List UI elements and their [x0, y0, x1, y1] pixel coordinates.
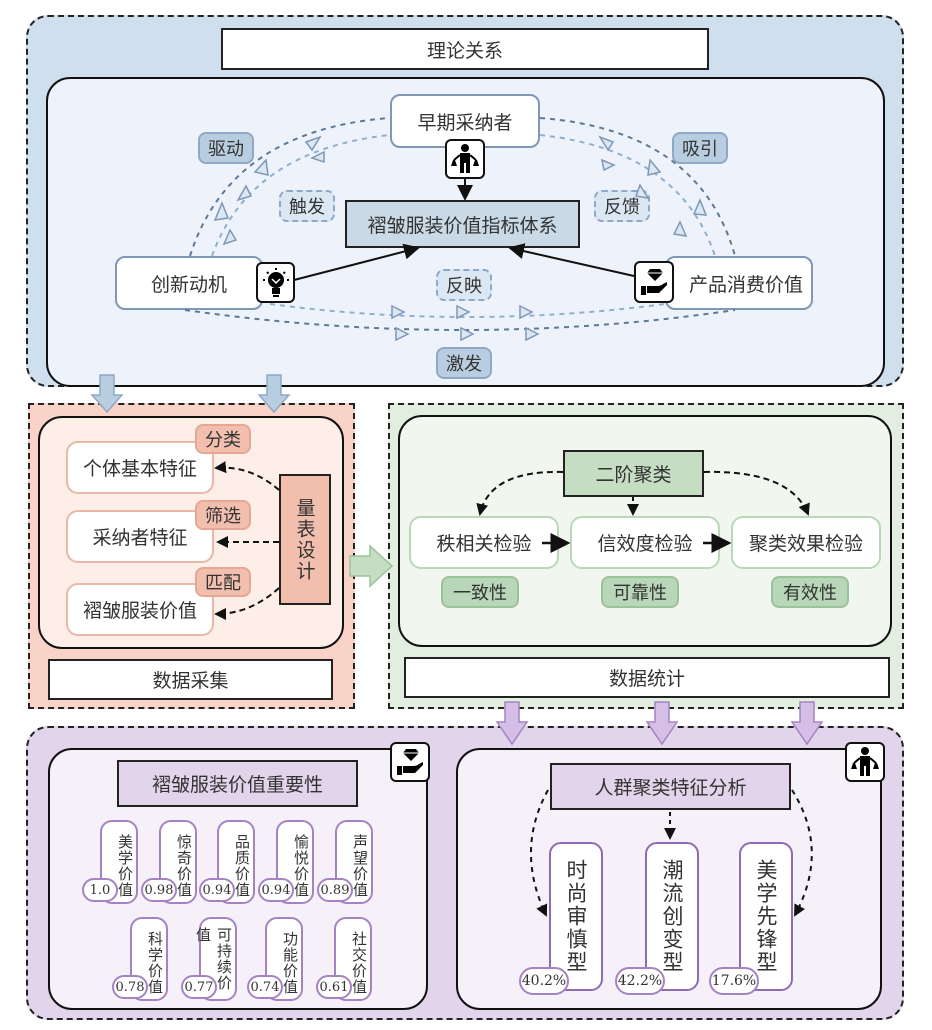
filter-tag: 筛选: [195, 500, 251, 530]
right-arrow-green: [349, 544, 394, 588]
cluster-group-column: 潮流创变型: [645, 842, 699, 991]
value-score-badge: 0.98: [141, 878, 177, 902]
importance-title: 褶皱服装价值重要性: [117, 760, 358, 807]
hand-diamond-icon: [390, 742, 430, 782]
cluster-group-label: 时尚审慎型: [564, 859, 588, 974]
scale-design-node: 量表设计: [279, 474, 331, 605]
value-score-badge: 0.94: [199, 878, 235, 902]
collection-title: 数据采集: [48, 659, 333, 700]
consistency-tag: 一致性: [441, 576, 519, 608]
value-score-badge: 0.78: [112, 975, 148, 999]
cluster-group-label: 潮流创变型: [660, 859, 684, 974]
person-shopping-icon: [445, 139, 485, 179]
reflect-tag: 反映: [436, 269, 492, 301]
cluster-percent-badge: 17.6%: [709, 967, 759, 995]
match-tag: 匹配: [195, 567, 251, 597]
cluster-group-column: 美学先锋型: [739, 842, 793, 991]
value-column: 惊奇价值: [159, 820, 197, 904]
validity-tag: 有效性: [771, 576, 849, 608]
pleated-value-node: 褶皱服装价值: [66, 583, 214, 636]
two-step-cluster-node: 二阶聚类: [563, 450, 704, 497]
innovation-motive-node: 创新动机: [115, 256, 263, 310]
value-label: 美学价值: [116, 834, 134, 898]
reliability-validity-node: 信效度检验: [570, 516, 720, 569]
statistics-title: 数据统计: [404, 657, 890, 698]
classify-tag: 分类: [195, 424, 251, 454]
value-label: 功能价值: [281, 931, 299, 995]
hand-diamond-icon: [634, 261, 674, 303]
value-score-badge: 0.94: [258, 878, 294, 902]
individual-feature-node: 个体基本特征: [66, 441, 214, 494]
theory-title: 理论关系: [221, 28, 709, 70]
value-column: 功能价值: [265, 917, 303, 1001]
cluster-percent-badge: 40.2%: [519, 967, 569, 995]
value-score-badge: 0.74: [247, 975, 283, 999]
value-score-badge: 0.77: [181, 975, 217, 999]
cluster-percent-badge: 42.2%: [615, 967, 665, 995]
value-label: 声望价值: [351, 834, 369, 898]
adopter-feature-node: 采纳者特征: [66, 510, 214, 563]
value-label: 品质价值: [233, 834, 251, 898]
value-column: 声望价值: [335, 820, 373, 904]
lightbulb-icon: [256, 262, 295, 303]
cluster-group-label: 美学先锋型: [754, 859, 778, 974]
value-score-badge: 0.89: [317, 878, 353, 902]
cluster-group-column: 时尚审慎型: [549, 842, 603, 991]
person-shopping-icon: [845, 742, 885, 782]
value-score-badge: 0.61: [316, 975, 352, 999]
value-label: 愉悦价值: [292, 834, 310, 898]
value-column: 品质价值: [217, 820, 255, 904]
value-label: 可持续价值: [194, 927, 233, 991]
value-label: 惊奇价值: [175, 834, 193, 898]
value-score-badge: 1.0: [82, 878, 118, 902]
feedback-tag: 反馈: [594, 190, 650, 222]
index-system-node: 褶皱服装价值指标体系: [345, 200, 580, 248]
scale-design-label: 量表设计: [293, 497, 316, 582]
trigger-tag: 触发: [279, 190, 335, 222]
attract-tag: 吸引: [672, 132, 728, 164]
stimulate-tag: 激发: [436, 347, 492, 379]
rank-correlation-node: 秩相关检验: [409, 516, 559, 569]
cluster-effect-node: 聚类效果检验: [731, 516, 881, 569]
drive-tag: 驱动: [198, 132, 254, 164]
value-label: 社交价值: [350, 931, 368, 995]
reliability-tag: 可靠性: [601, 576, 679, 608]
value-label: 科学价值: [146, 931, 164, 995]
product-value-node: 产品消费价值: [665, 256, 813, 310]
clustering-title: 人群聚类特征分析: [550, 763, 791, 810]
